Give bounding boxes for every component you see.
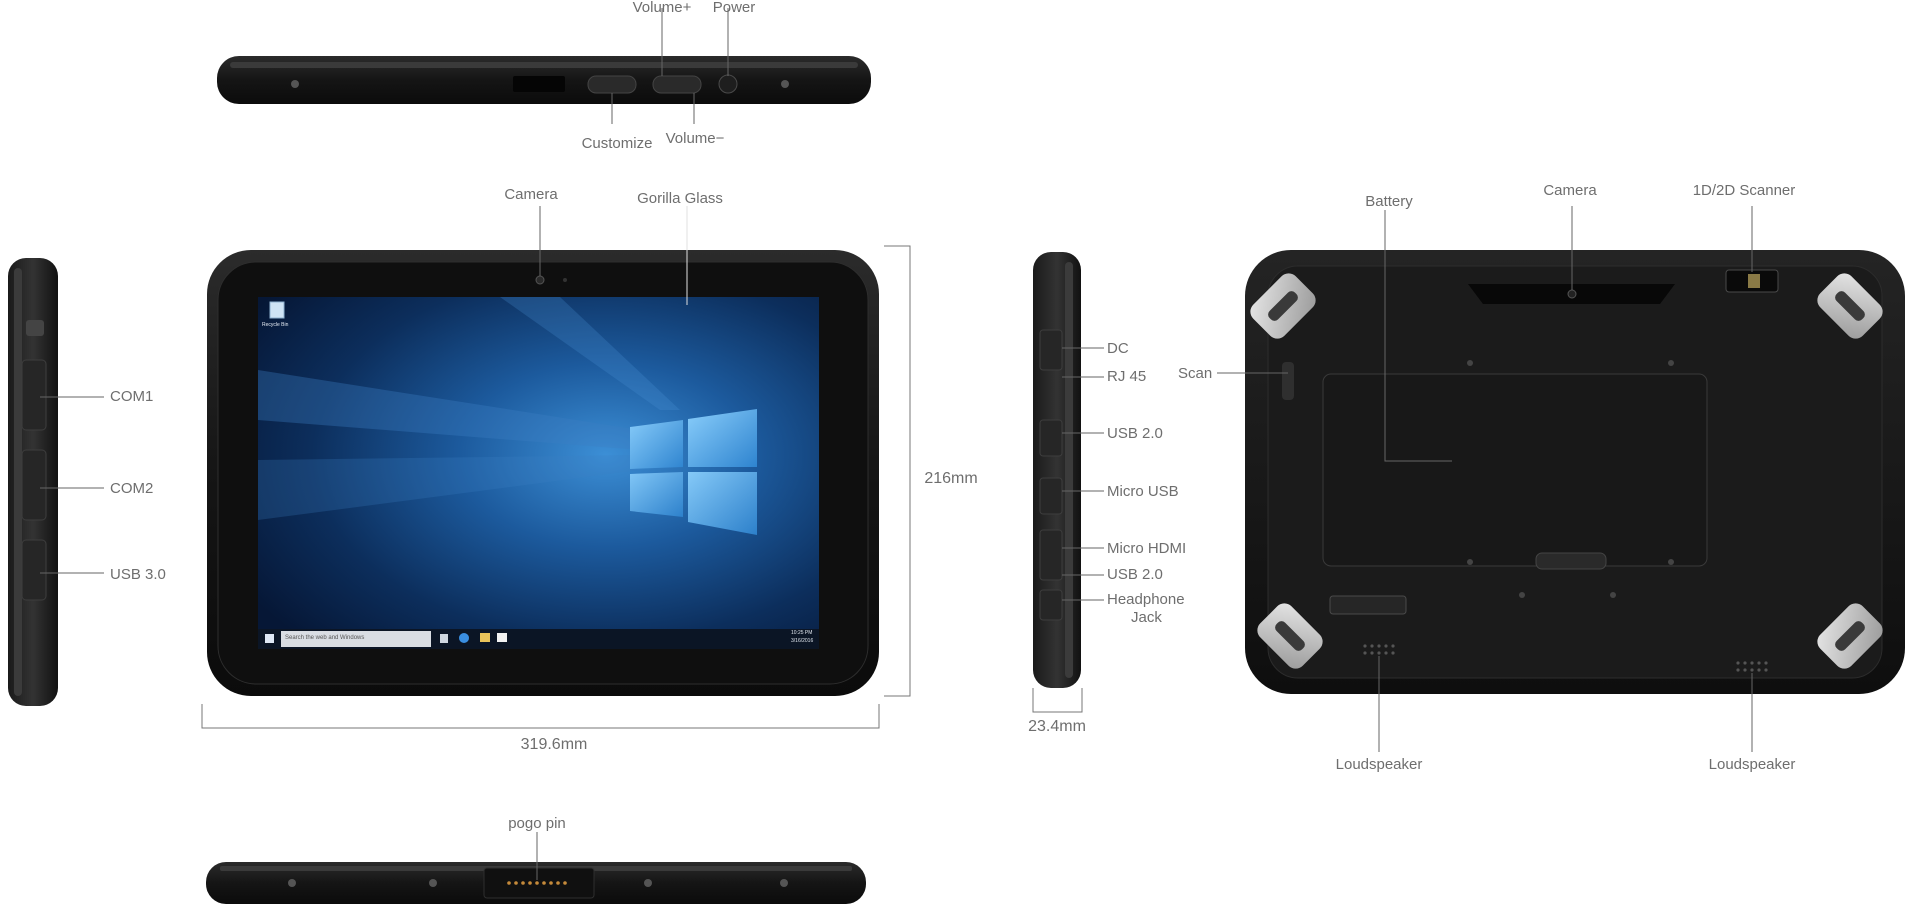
battery-label: Battery [1365,193,1413,210]
height-dimension-label: 216mm [924,470,978,487]
usb20-a-label: USB 2.0 [1107,425,1163,442]
thickness-dimension-label: 23.4mm [1028,718,1086,735]
usb30-label: USB 3.0 [110,566,166,583]
taskbar-date: 3/16/2016 [791,638,814,644]
width-dimension [201,704,880,729]
right-edge-view [1032,252,1104,713]
taskbar-time: 10:25 PM [791,630,813,636]
usb20-b-label: USB 2.0 [1107,566,1163,583]
front-view [207,206,879,696]
micro-usb-label: Micro USB [1107,483,1179,500]
left-edge-view [8,258,104,706]
power-label: Power [712,0,756,16]
gorilla-glass-label: Gorilla Glass [637,190,723,207]
com2-label: COM2 [110,480,154,497]
customize-label: Customize [581,135,653,152]
dc-label: DC [1107,340,1129,357]
top-edge-view [217,8,871,124]
headphone-jack-label-line2: Jack [1131,609,1162,626]
loudspeaker-left-label: Loudspeaker [1335,756,1423,773]
com1-label: COM1 [110,388,154,405]
height-dimension [884,245,911,697]
rj45-label: RJ 45 [1107,368,1147,385]
scanner-label: 1D/2D Scanner [1692,182,1796,199]
bottom-edge-view [206,832,866,904]
recycle-bin-label: Recycle Bin [262,322,289,328]
micro-hdmi-label: Micro HDMI [1107,540,1187,557]
headphone-jack-label-line1: Headphone [1107,591,1185,608]
scan-label: Scan [1178,365,1213,382]
taskbar-search-placeholder: Search the web and Windows [285,635,365,641]
back-camera-label: Camera [1543,182,1597,199]
volume-plus-label: Volume+ [632,0,692,16]
front-camera-label: Camera [504,186,558,203]
pogo-pin-label: pogo pin [508,815,566,832]
width-dimension-label: 319.6mm [520,736,588,753]
loudspeaker-right-label: Loudspeaker [1708,756,1796,773]
back-view [1217,206,1905,752]
volume-minus-label: Volume− [665,130,725,147]
